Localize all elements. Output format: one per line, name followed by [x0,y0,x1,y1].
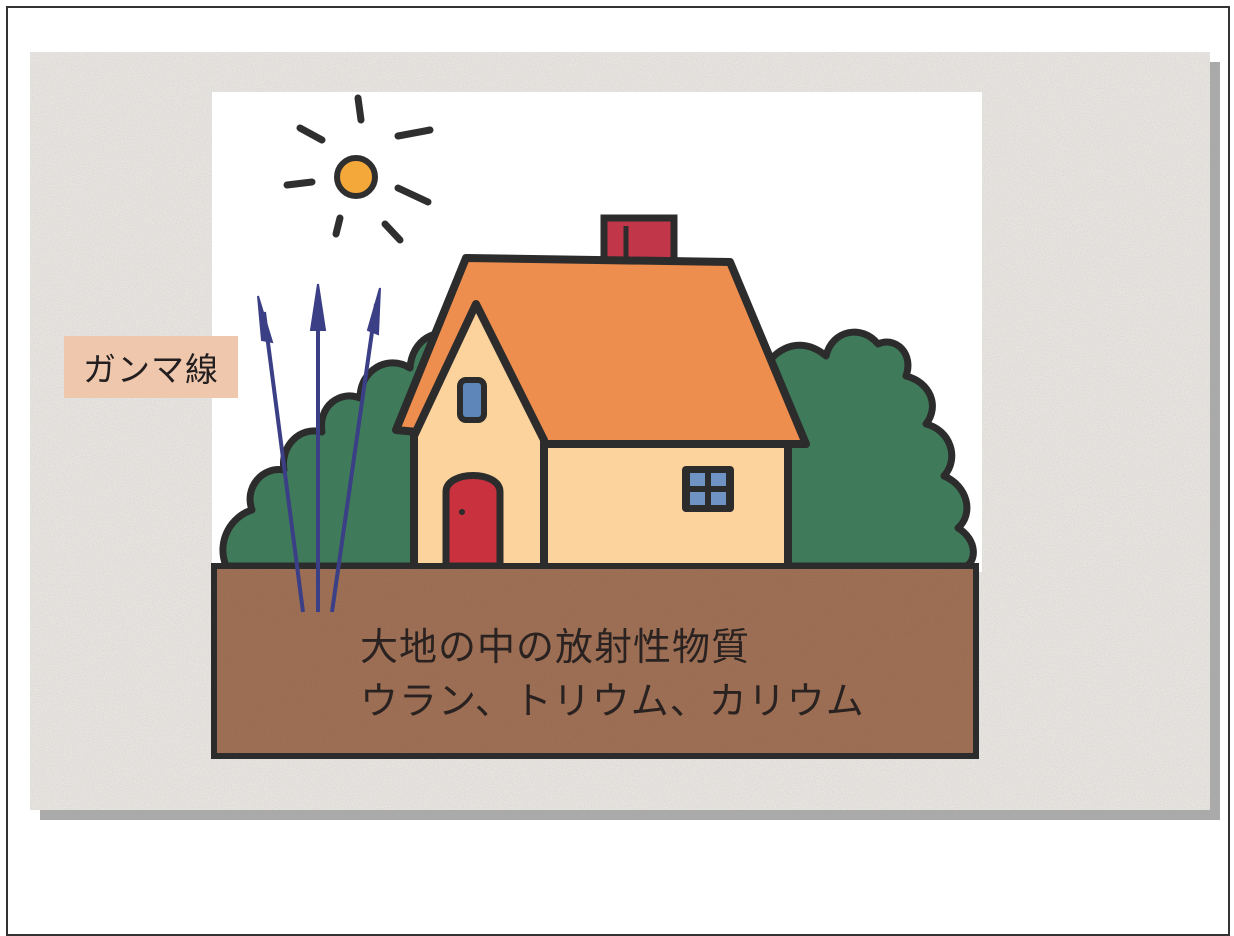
bush-icon [766,328,977,570]
gamma-ray-label: ガンマ線 [64,336,238,398]
attic-window [457,377,487,423]
house-wall-right [540,440,792,572]
door [442,472,504,570]
sun-icon [283,94,434,244]
soil-ground [211,563,979,759]
gamma-ray-arrow-icon [257,283,381,613]
soil-caption-line1: 大地の中の放射性物質 [360,625,751,669]
side-window [682,466,734,512]
soil-caption-line2: ウラン、トリウム、カリウム [360,679,865,723]
